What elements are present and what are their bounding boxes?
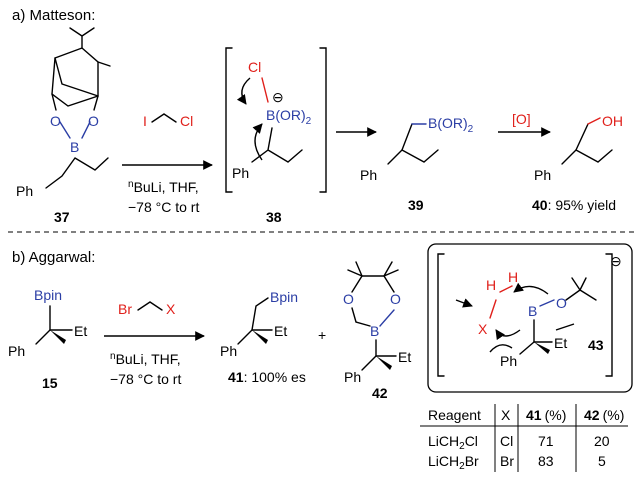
table-cell-x: Br bbox=[500, 453, 514, 469]
table-cell-42: 20 bbox=[594, 433, 610, 449]
phenyl-label: Ph bbox=[232, 165, 249, 181]
oxidation-reagent: [O] bbox=[512, 111, 531, 127]
table-cell-reagent: LiCH2Br bbox=[428, 453, 479, 472]
reagent-iodo: I bbox=[143, 113, 147, 129]
table-header-41: 41(%) bbox=[526, 407, 566, 423]
ethyl-label: Et bbox=[274, 323, 287, 339]
ate-charge: ⊖ bbox=[272, 89, 284, 105]
compound-38-structure: Cl ⊖ B(OR)2 Ph 38 bbox=[225, 47, 327, 225]
table-cell-41: 71 bbox=[538, 433, 554, 449]
transition-state-43: ⊖ H H X B O Ph Et 43 bbox=[427, 243, 633, 393]
phenyl-label: Ph bbox=[360, 167, 377, 183]
boron-group: B(OR)2 bbox=[428, 115, 474, 135]
table-cell-reagent: LiCH2Cl bbox=[428, 433, 478, 452]
part-b-heading: b) Aggarwal: bbox=[12, 249, 95, 266]
ts-hydrogen: H bbox=[508, 269, 518, 285]
atom-o: O bbox=[390, 291, 401, 307]
compound-37-structure: O O B Ph 37 bbox=[16, 27, 111, 225]
table-cell-x: Cl bbox=[500, 433, 513, 449]
compound-15-structure: Bpin Ph Et 15 bbox=[8, 287, 87, 391]
compound-40-label: 40: 95% yield bbox=[532, 197, 616, 213]
compound-39-label: 39 bbox=[408, 197, 424, 213]
reagent-x: X bbox=[166, 301, 176, 317]
ts-oxygen: O bbox=[556, 295, 567, 311]
phenyl-label: Ph bbox=[220, 343, 237, 359]
ethyl-label: Et bbox=[554, 335, 567, 351]
compound-37-label: 37 bbox=[54, 209, 70, 225]
compound-39-structure: B(OR)2 Ph 39 bbox=[360, 115, 474, 213]
conditions-line1: nBuLi, THF, bbox=[128, 179, 199, 195]
reagent-bromo: Br bbox=[118, 301, 132, 317]
results-table: Reagent X 41(%) 42(%) LiCH2Cl Cl 71 20 L… bbox=[420, 404, 628, 472]
ate-boron: B(OR)2 bbox=[266, 107, 312, 127]
table-cell-41: 83 bbox=[538, 453, 554, 469]
compound-15-label: 15 bbox=[42, 375, 58, 391]
compound-42-label: 42 bbox=[372, 385, 388, 401]
part-a-heading: a) Matteson: bbox=[12, 7, 95, 24]
compound-38-label: 38 bbox=[266, 209, 282, 225]
hydroxyl-group: OH bbox=[602, 113, 623, 129]
phenyl-label: Ph bbox=[8, 343, 25, 359]
ethyl-label: Et bbox=[398, 349, 411, 365]
conditions-line2: −78 °C to rt bbox=[128, 199, 199, 215]
phenyl-label: Ph bbox=[16, 183, 33, 199]
compound-40-structure: OH Ph 40: 95% yield bbox=[532, 113, 623, 213]
atom-o: O bbox=[88, 113, 99, 129]
bpin-group: Bpin bbox=[270, 289, 298, 305]
bpin-group: Bpin bbox=[34, 287, 62, 303]
ethyl-label: Et bbox=[74, 323, 87, 339]
ts-boron: B bbox=[528, 303, 537, 319]
ts-hydrogen: H bbox=[486, 277, 496, 293]
compound-41-structure: Bpin Ph Et 41: 100% es bbox=[220, 289, 306, 385]
atom-o: O bbox=[343, 291, 354, 307]
reagent-chloro: Cl bbox=[180, 113, 193, 129]
atom-o: O bbox=[50, 113, 61, 129]
compound-42-structure: O O B Ph Et 42 bbox=[343, 261, 411, 401]
table-cell-42: 5 bbox=[598, 453, 606, 469]
phenyl-label: Ph bbox=[344, 369, 361, 385]
phenyl-label: Ph bbox=[500, 353, 517, 369]
atom-cl: Cl bbox=[248, 59, 261, 75]
plus-sign: + bbox=[318, 327, 326, 343]
conditions-line1: nBuLi, THF, bbox=[110, 351, 181, 367]
atom-b: B bbox=[70, 139, 79, 155]
table-header-x: X bbox=[501, 407, 511, 423]
conditions-line2: −78 °C to rt bbox=[110, 371, 181, 387]
table-header-reagent: Reagent bbox=[428, 407, 481, 423]
compound-43-label: 43 bbox=[588, 337, 604, 353]
compound-41-label: 41: 100% es bbox=[228, 369, 306, 385]
ts-leaving-group: X bbox=[478, 321, 488, 337]
table-header-42: 42(%) bbox=[584, 407, 624, 423]
phenyl-label: Ph bbox=[534, 167, 551, 183]
ts-charge: ⊖ bbox=[610, 253, 622, 269]
atom-b: B bbox=[370, 323, 379, 339]
